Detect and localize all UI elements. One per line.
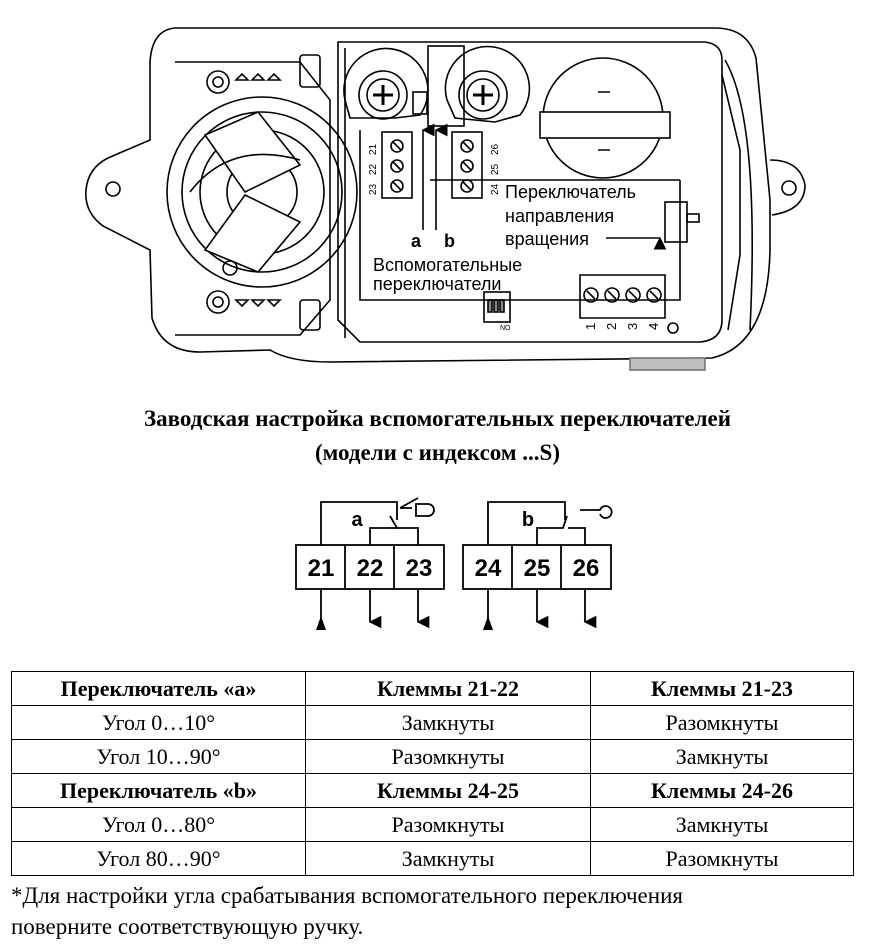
svg-text:2: 2	[604, 323, 619, 330]
terminal-block-b	[451, 131, 483, 199]
svg-text:3: 3	[625, 323, 640, 330]
terminal-21: 21	[308, 555, 335, 582]
dip-label: NO	[500, 325, 511, 332]
terminal-26: 26	[573, 555, 600, 582]
wiring-label-b: b	[522, 509, 534, 531]
direction-switch-label-1: Переключатель	[505, 182, 636, 202]
table-cell: Разомкнуты	[305, 807, 591, 842]
power-terminal-labels: 1 2 3 4	[583, 323, 661, 330]
table-header-cell: Клеммы 21-23	[590, 671, 854, 706]
knob-b	[458, 70, 508, 120]
terminal-22: 22	[357, 555, 384, 582]
table-cell: Замкнуты	[590, 807, 854, 842]
table-cell: Разомкнуты	[305, 739, 591, 774]
table-header-cell: Клеммы 21-22	[305, 671, 591, 706]
actuator-drawing: 232221 242526 1 2 3 4 NO a b Вспомогател…	[85, 27, 806, 371]
direction-switch-label-2: направления	[505, 206, 614, 226]
mount-hole-right	[781, 180, 797, 196]
table-header-cell: Клеммы 24-25	[305, 773, 591, 808]
svg-text:4: 4	[646, 323, 661, 330]
cam-a	[343, 47, 429, 119]
housing-outline	[85, 27, 771, 363]
arrow-up-24	[483, 616, 493, 630]
wiring-diagram: a b 21 22 23 24 25 26	[295, 497, 613, 630]
terminal-block-a	[381, 131, 413, 199]
section-heading-line2: (модели с индексом ...S)	[315, 440, 560, 465]
direction-switch	[664, 201, 688, 243]
table-cell: Угол 0…80°	[11, 807, 306, 842]
table-cell: Разомкнуты	[590, 841, 854, 876]
shaft-clamp-outer	[166, 96, 358, 288]
table-cell: Угол 10…90°	[11, 739, 306, 774]
label-a: a	[411, 231, 422, 251]
power-terminal-block	[579, 274, 666, 319]
cam-b	[444, 45, 531, 123]
wiring-label-a: a	[351, 509, 363, 531]
knob-a	[358, 70, 408, 120]
table-cell: Угол 0…10°	[11, 705, 306, 740]
footnote-line-1: *Для настройки угла срабатывания вспомог…	[11, 883, 683, 908]
dip-switch	[483, 291, 511, 323]
table-cell: Замкнуты	[305, 841, 591, 876]
footnote: *Для настройки угла срабатывания вспомог…	[11, 880, 871, 942]
terminal-24: 24	[475, 555, 502, 582]
terminal-25: 25	[524, 555, 551, 582]
table-cell: Замкнуты	[305, 705, 591, 740]
direction-switch-label-3: вращения	[505, 229, 589, 249]
terminal-labels-b: 242526	[490, 143, 501, 195]
aux-switches-label-1: Вспомогательные	[373, 255, 522, 275]
mount-hole-left	[105, 181, 121, 197]
table-cell: Замкнуты	[590, 739, 854, 774]
table-header-cell: Переключатель «b»	[11, 773, 306, 808]
table-cell: Разомкнуты	[590, 705, 854, 740]
table-header-cell: Переключатель «а»	[11, 671, 306, 706]
section-heading-line1: Заводская настройка вспомогательных пере…	[144, 406, 731, 431]
arrow-up-21	[316, 616, 326, 630]
footnote-line-2: поверните соответствующую ручку.	[11, 914, 364, 939]
aux-switches-label-2: переключатели	[373, 274, 501, 294]
table-header-cell: Клеммы 24-26	[590, 773, 854, 808]
svg-text:1: 1	[583, 323, 598, 330]
label-b: b	[444, 231, 455, 251]
table-cell: Угол 80…90°	[11, 841, 306, 876]
terminal-labels-a: 232221	[368, 143, 379, 195]
terminal-23: 23	[406, 555, 433, 582]
